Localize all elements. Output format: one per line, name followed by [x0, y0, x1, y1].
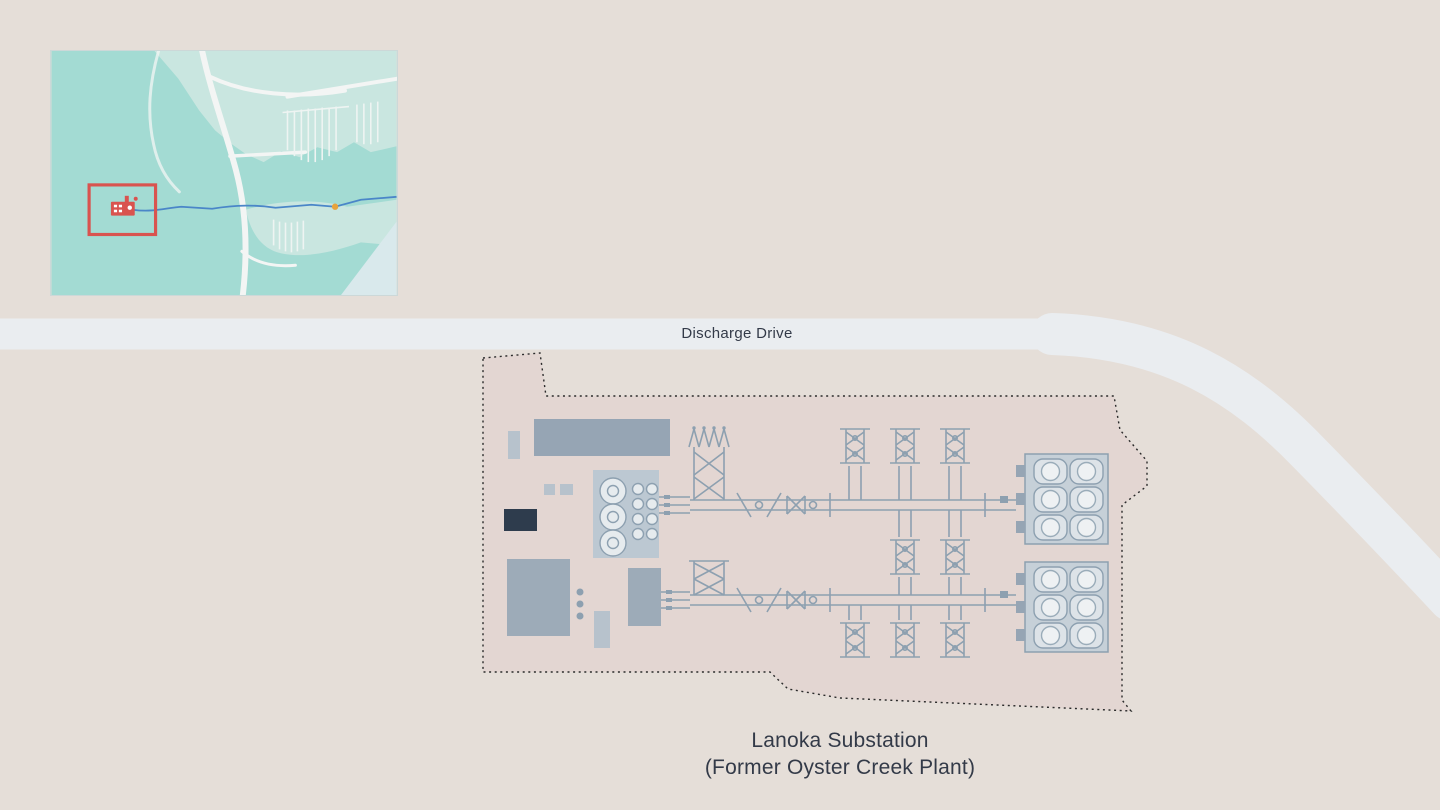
inset-roads — [148, 51, 397, 295]
disconnect-row-middle — [889, 510, 971, 595]
inset-canal-streets-south — [272, 219, 305, 253]
capacitor-bank-upper — [1015, 453, 1109, 545]
inset-canal-streets-north — [282, 101, 379, 163]
factory-icon — [110, 195, 138, 216]
capacitor-bank-lower — [1015, 561, 1109, 653]
mid-building — [628, 568, 661, 626]
location-inset-map — [50, 50, 398, 296]
transmission-towers — [688, 426, 730, 500]
transformer-bank — [593, 470, 659, 558]
tank-dot — [576, 600, 584, 608]
plant-highlight-box — [87, 183, 158, 237]
shed-building-b — [560, 484, 573, 495]
road-label: Discharge Drive — [681, 325, 793, 342]
narrow-building — [594, 611, 610, 648]
site-label: Lanoka Substation (Former Oyster Creek P… — [705, 727, 975, 781]
tank-dot — [576, 588, 584, 596]
site-subtitle: (Former Oyster Creek Plant) — [704, 756, 976, 779]
disconnect-row-bottom — [839, 605, 971, 658]
disconnect-row-top — [839, 428, 971, 500]
road-curve — [1031, 313, 1440, 619]
small-building — [508, 431, 520, 459]
shed-building-a — [544, 484, 555, 495]
lattice-structure-lower — [689, 560, 729, 596]
inset-land-mid — [245, 199, 397, 256]
dark-building — [504, 509, 537, 531]
site-title: Lanoka Substation — [751, 729, 929, 752]
large-building — [507, 559, 570, 636]
site-buildings — [504, 419, 670, 648]
discharge-drive-road — [0, 313, 1440, 619]
substation-node-marker — [331, 203, 339, 210]
tank-dot — [576, 612, 584, 620]
long-building — [534, 419, 670, 456]
